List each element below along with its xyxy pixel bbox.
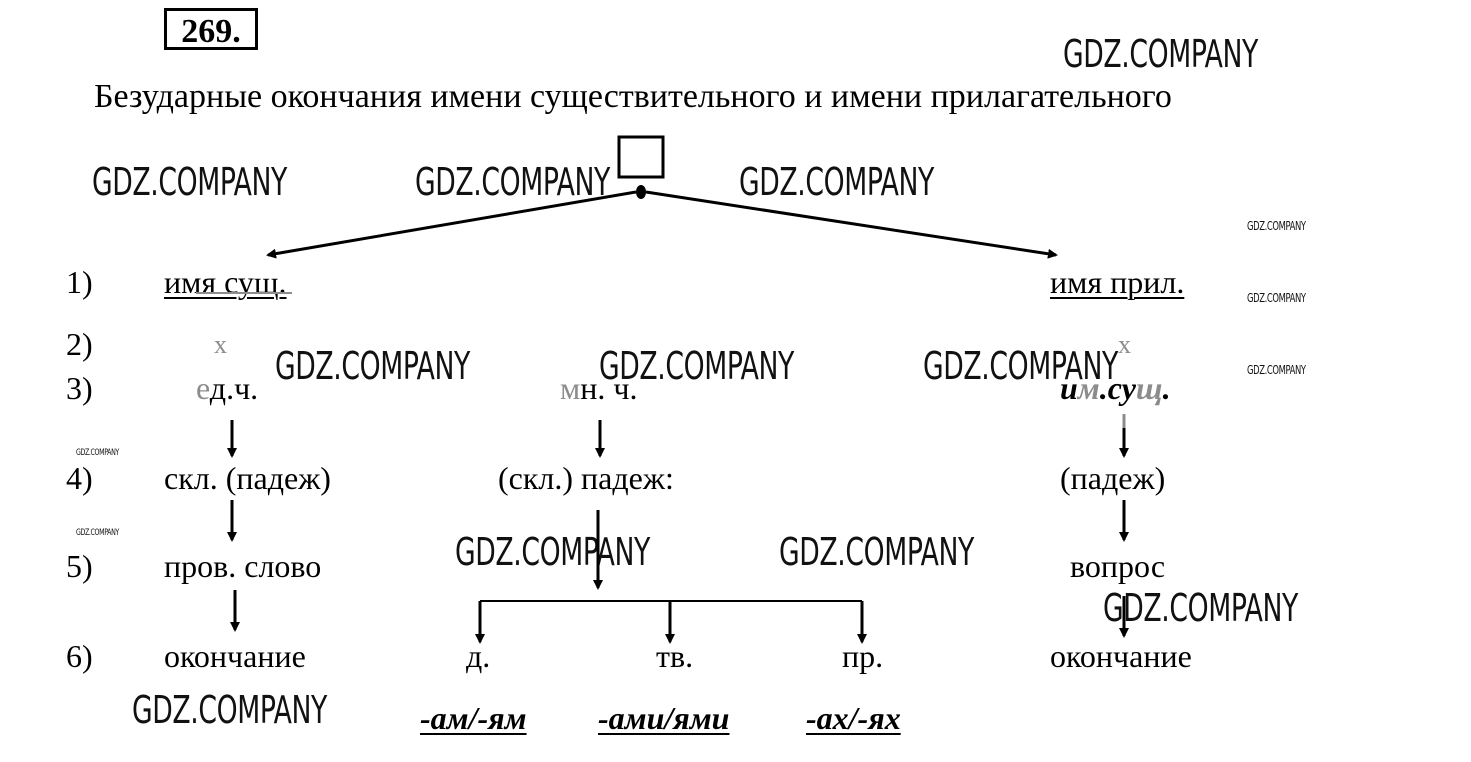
row-number: 2) <box>66 326 93 362</box>
task-number: 269. <box>164 8 258 50</box>
right-case-label: (падеж) <box>1060 460 1166 496</box>
plural-label: мн. ч. <box>560 370 638 406</box>
case-dative: д. <box>466 638 491 674</box>
row-number: 4) <box>66 460 93 496</box>
ending-instrumental: -ами/ями <box>598 700 730 736</box>
watermark: GDZ.COMPANY <box>599 344 794 388</box>
row-number: 5) <box>66 548 93 584</box>
watermark: GDZ.COMPANY <box>739 160 934 204</box>
right-ending-label: окончание <box>1050 638 1192 674</box>
middle-case-label: (скл.) падеж: <box>498 460 674 496</box>
ending-prepositional: -ах/-ях <box>806 700 901 736</box>
case-instrumental: тв. <box>656 638 694 674</box>
row-number: 6) <box>66 638 93 674</box>
ending-dative: -ам/-ям <box>420 700 527 736</box>
watermark: GDZ.COMPANY <box>132 688 327 732</box>
root-dot-icon <box>636 185 646 199</box>
watermark: GDZ.COMPANY <box>923 344 1118 388</box>
left-case-label: скл. (падеж) <box>164 460 331 496</box>
watermark: GDZ.COMPANY <box>275 344 470 388</box>
adjective-label: имя прил. <box>1050 264 1185 300</box>
noun-reference-label: им.сущ. <box>1060 370 1171 406</box>
diagram-title: Безударные окончания имени существительн… <box>94 78 1172 115</box>
watermark: GDZ.COMPANY <box>415 160 610 204</box>
right-x-mark: х <box>1118 330 1131 359</box>
left-x-mark: х <box>214 330 227 359</box>
watermark: GDZ.COMPANY <box>1063 32 1258 76</box>
left-ending-label: окончание <box>164 638 306 674</box>
root-square-icon <box>617 135 665 179</box>
watermark: GDZ.COMPANY <box>455 530 650 574</box>
watermark: GDZ.COMPANY <box>76 448 119 458</box>
watermark: GDZ.COMPANY <box>76 528 119 538</box>
watermark: GDZ.COMPANY <box>1103 586 1298 630</box>
watermark: GDZ.COMPANY <box>92 160 287 204</box>
watermark: GDZ.COMPANY <box>1247 219 1306 233</box>
row-number: 1) <box>66 264 93 300</box>
question-label: вопрос <box>1070 548 1166 584</box>
singular-label: ед.ч. <box>196 370 259 406</box>
arrow-icon <box>645 190 1058 259</box>
check-word-label: пров. слово <box>164 548 322 584</box>
row-number: 3) <box>66 370 93 406</box>
watermark: GDZ.COMPANY <box>1247 291 1306 305</box>
arrow-icon <box>266 190 637 259</box>
watermark: GDZ.COMPANY <box>1247 363 1306 377</box>
watermark: GDZ.COMPANY <box>779 530 974 574</box>
case-prepositional: пр. <box>842 638 884 674</box>
